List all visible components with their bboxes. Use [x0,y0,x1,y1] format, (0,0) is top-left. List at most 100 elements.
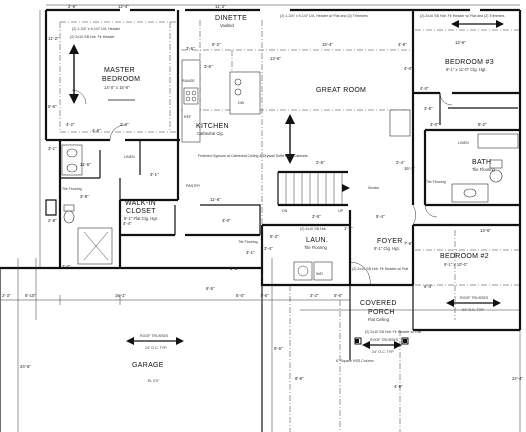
room-dinette-sub: Vaulted [220,23,235,28]
dim-h: 11'-2" [48,36,59,41]
room-bath: BATH [472,159,491,166]
room-laun: LAUN. [306,237,328,244]
dim: 7'-6" [260,293,269,298]
note-column: 6" Square HSS Column [336,359,374,363]
dim-h: 5'-3" [270,234,279,239]
note-tile-1: Tile Flooring [62,187,82,191]
dim: 2'-8" [120,122,129,127]
note-up: UP [338,209,344,213]
notes: (2) 1-3/4" x 9-1/4" LVL Header (2) 1-3/4… [62,14,505,383]
dim-h: 4'-0" [404,66,413,71]
dim: 16'-1" [115,293,126,298]
note-header-mid: (2) 2x10 SB Hdr. Fir Header [70,35,115,39]
dim-h: 13'-6" [270,56,281,61]
dim: 3'-5" [312,214,321,219]
note-header-foyer: (2) 2x10 SB Hdr. Fir Header w/ Flat [352,267,408,271]
dim: 3'-1" [230,266,239,271]
dim: 3'-4" [264,246,273,251]
dim: 4'-0" [222,218,231,223]
note-roof-1: ROOF TRUSSES [140,334,169,338]
dim: 12'-6" [455,40,466,45]
dash-lines [59,20,520,432]
room-garage: GARAGE [132,362,164,369]
room-bath-sub: Tile Flooring [472,167,496,172]
note-header-small: (2) 2x10 SB Hdr. [300,227,327,231]
dimension-labels: 2'-6" 12'-4" 11'-2" 8'-2" 15'-4" 4'-9" 3… [2,4,523,389]
dim: 2'-3" [2,293,11,298]
note-mark-el: EL 0'0" [148,379,160,383]
room-master-2: BEDROOM [102,76,140,83]
room-foyer-sub: 8'-1" Clg. Hgt. [374,246,400,251]
room-foyer: FOYER [377,238,403,245]
room-porch-1: COVERED [360,300,397,307]
dim: 3'-1" [150,172,159,177]
note-roof-1b: 24" O.C. TYP. [145,346,167,350]
dim: 4'-8" [92,128,101,133]
dim-h: 9'-6" [274,346,283,351]
dim: 5'-4" [376,214,385,219]
dim: 2'-0" [62,264,71,269]
dim: 3'-2" [310,293,319,298]
note-linen: LINEN [124,155,135,159]
dim: 4'-2" [66,122,75,127]
room-master-1: MASTER [104,67,135,74]
room-master-sub: 14'-0" x 15'-6" [104,85,130,90]
dim: 11'-2" [215,4,226,9]
dim-h: 5'-6" [48,104,57,109]
dim: 5'-6" [334,293,343,298]
note-pantry: PANTRY [186,184,201,188]
dim: 3'-1" [246,250,255,255]
room-walkin-2: CLOSET [126,208,156,215]
dim: 8'-2" [212,42,221,47]
dim: 11'-6" [210,197,221,202]
dim-h: 2'-8" [48,218,57,223]
dim: 13'-6" [480,228,491,233]
dim: 3'-6" [186,46,195,51]
dim: 5'-0" [236,293,245,298]
note-roof-3: ROOF TRUSSES [370,338,399,342]
note-range: RANGE [182,79,195,83]
dim: 6'-5" [206,286,215,291]
note-wd: W/D [316,272,323,276]
room-kitchen: KITCHEN [196,123,229,130]
room-porch-sub: Flat Ceiling [368,317,390,322]
dim: 2'-6" [68,4,77,9]
dim-h: 4'-8" [394,384,403,389]
dim: 4'-0" [420,86,429,91]
room-bed3-sub: 9'-1" x 11'-0" Clg. Hgt. [446,67,487,72]
note-header-bed3: (2) 2x10 SB Hdr. Fir Header w/ Flat and … [420,14,505,18]
dim: 12'-4" [118,4,129,9]
dim: 4'-9" [398,42,407,47]
dim: 4'-4" [123,221,132,226]
dimension-lines [0,4,521,432]
dim-h: 8'-8" [295,376,304,381]
dim: 11'-6" [80,162,91,167]
dim: 6'-4" [424,284,433,289]
note-dn: DN [282,209,288,213]
room-walkin-sub: 8'-1" Flat Clg. Hgt. [124,216,158,221]
dim: 15'-4" [322,42,333,47]
note-header-top: (2) 1-3/4" x 9-1/4" LVL Header [72,27,121,31]
walls [0,8,522,432]
dim-h: 22'-4" [512,376,523,381]
dim: 2'-4" [396,160,405,165]
dim: 2'-5" [316,160,325,165]
room-porch-2: PORCH [368,309,395,316]
dim-h: 3'-1" [48,146,57,151]
room-bed2-sub: 9'-1" x 10'-0" [444,262,468,267]
room-labels: DINETTE Vaulted MASTER BEDROOM 14'-0" x … [102,15,496,369]
room-walkin-1: WALK-IN [125,200,156,207]
dim: 6'-10" [25,293,36,298]
arrows [69,20,504,349]
dim: 3'-6" [424,106,433,111]
dim: 3'-0" [430,122,439,127]
room-bed2: BEDROOM #2 [440,253,489,260]
fixtures [45,59,519,345]
dim-h: 7'-6" [404,241,413,246]
note-dw: DW [238,101,245,105]
dim: 1'-1" [344,226,353,231]
note-tile-2: Tile Flooring [238,240,258,244]
note-kitchen: Finished Gypsum at Cathedral Ceiling & D… [198,154,308,158]
note-roof-3b: 24" O.C. TYP. [372,350,394,354]
